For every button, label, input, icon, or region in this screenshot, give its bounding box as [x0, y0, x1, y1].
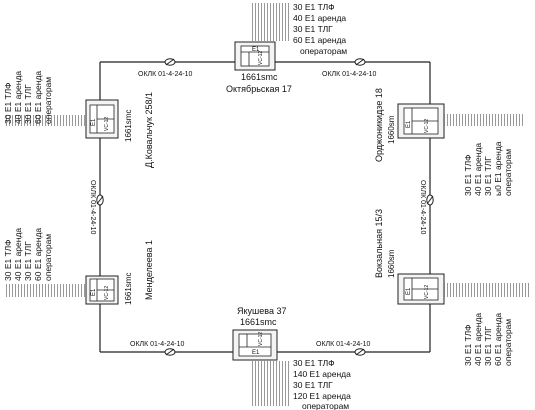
tributary-connector-bundle: [250, 3, 290, 41]
coupler-icon: [354, 58, 366, 66]
service-line: 60 E1 аренда: [493, 313, 503, 366]
service-line: 40 E1 аренда: [293, 13, 346, 23]
tributary-connector-bundle: [4, 115, 86, 126]
coupler-icon: [96, 194, 104, 206]
service-line: операторам: [503, 319, 513, 366]
service-line: операторам: [503, 149, 513, 196]
cable-label-bottom-left: ОКЛК 01-4-24-10: [130, 341, 184, 348]
node-equipment: 1660sm: [387, 115, 396, 144]
service-line: операторам: [43, 77, 53, 124]
block-top-label: E1: [406, 287, 412, 295]
service-line: 30 E1 ТЛГ: [483, 156, 493, 196]
node-name: Орджоникидзе 18: [374, 88, 384, 162]
service-line: 60 E1 аренда: [293, 35, 346, 45]
coupler-icon: [426, 194, 434, 206]
service-line: 30 E1 ТЛФ: [293, 2, 335, 12]
service-line: операторам: [302, 401, 349, 410]
service-line: ы0 E1 аренда: [493, 141, 503, 196]
coupler-icon: [354, 348, 366, 356]
service-line: операторам: [300, 46, 347, 56]
block-id-label: VC-12: [258, 332, 264, 346]
service-line: 60 E1 аренда: [33, 228, 43, 281]
block-top-label: E1: [252, 350, 260, 356]
tributary-connector-bundle: [444, 283, 530, 297]
node-name: Якушева 37: [237, 306, 286, 316]
cable-label-top-right: ОКЛК 01-4-24-10: [322, 71, 376, 78]
service-line: 30 E1 ТЛФ: [293, 358, 335, 368]
service-line: 30 E1 ТЛГ: [483, 326, 493, 366]
service-line: 40 E1 аренда: [473, 313, 483, 366]
cable-label-bottom-right: ОКЛК 01-4-24-10: [316, 341, 370, 348]
block-top-label: E1: [91, 288, 97, 296]
node-right-bottom: E1 VC-12 Вокзальная 15/3 1660sm 30 E1 ТЛ…: [374, 209, 530, 366]
service-line: 60 E1 аренда: [33, 71, 43, 124]
service-line: 140 E1 аренда: [293, 369, 351, 379]
node-equipment: 1661smc: [241, 72, 278, 82]
block-id-label: VC-12: [424, 285, 430, 299]
service-line: 30 E1 ТЛГ: [23, 84, 33, 124]
coupler-icon: [164, 58, 176, 66]
block-id-label: VC-12: [258, 51, 264, 65]
cable-label-top-left: ОКЛК 01-4-24-10: [138, 71, 192, 78]
service-line: 40 E1 аренда: [13, 228, 23, 281]
service-line: операторам: [43, 234, 53, 281]
service-line: 30 E1 ТЛГ: [293, 380, 333, 390]
block-id-label: VC-12: [104, 117, 110, 131]
node-left-top: E1 VC-12 1661smc Д.Ковальчук 258/1 30 E1…: [3, 71, 154, 168]
node-name: Вокзальная 15/3: [374, 209, 384, 278]
node-name: Д.Ковальчук 258/1: [144, 92, 154, 168]
block-top-label: E1: [406, 120, 412, 128]
node-right-top: E1 VC-12 Орджоникидзе 18 1660sm 30 E1 ТЛ…: [374, 88, 524, 196]
block-id-label: VC-12: [424, 119, 430, 133]
service-line: 30 E1 ТЛФ: [463, 154, 473, 196]
service-line: 30 E1 ТЛГ: [293, 24, 333, 34]
tributary-connector-bundle: [444, 114, 524, 126]
coupler-icon: [164, 348, 176, 356]
cable-label-right-vertical: ОКЛК 01-4-24-10: [419, 180, 426, 234]
service-line: 30 E1 ТЛФ: [3, 239, 13, 281]
node-equipment: 1661smc: [124, 110, 133, 142]
cable-coupler-icons: [96, 58, 434, 356]
node-equipment: 1660sm: [387, 249, 396, 278]
node-equipment: 1661smc: [240, 317, 277, 327]
node-left-bottom: E1 VC-12 1661smc Менделеева 1 30 E1 ТЛФ …: [3, 228, 154, 305]
block-id-label: VC-12: [104, 286, 110, 300]
tributary-connector-bundle: [250, 361, 290, 406]
node-name: Менделеева 1: [144, 240, 154, 300]
block-top-label: E1: [252, 47, 260, 53]
service-line: 30 E1 ТЛФ: [3, 82, 13, 124]
cable-label-left-vertical: ОКЛК 01-4-24-10: [89, 180, 96, 234]
node-bottom: Якушева 37 1661smc 1651sm E1 VC-12 30 E1…: [232, 306, 351, 410]
block-top-label: E1: [91, 118, 97, 126]
service-line: 30 E1 ТЛГ: [23, 241, 33, 281]
service-line: 30 E1 ТЛФ: [463, 324, 473, 366]
node-equipment: 1661smc: [124, 273, 133, 305]
tributary-connector-bundle: [4, 284, 86, 297]
node-name: Октябрьская 17: [226, 84, 292, 94]
service-line: 40 E1 аренда: [473, 143, 483, 196]
service-line: 120 E1 аренда: [293, 391, 351, 401]
service-line: 40 E1 аренда: [13, 71, 23, 124]
node-top: E1 VC-12 1661smc Октябрьская 17 30 E1 ТЛ…: [226, 2, 347, 94]
equipment-card: [240, 45, 270, 67]
